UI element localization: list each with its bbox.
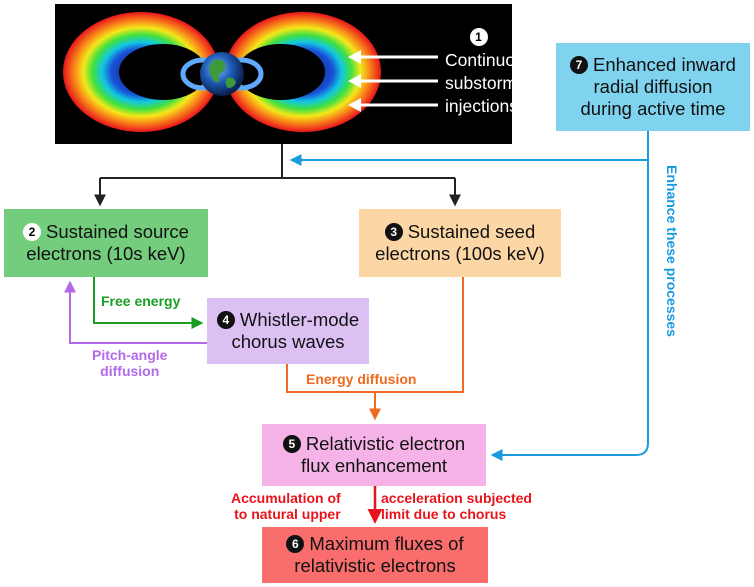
label-enhance-text: Enhance these processes — [664, 165, 680, 337]
label-accumulation-left-line-2: to natural upper — [234, 506, 341, 522]
box-6-line-2: relativistic electrons — [294, 555, 456, 576]
box-5-line-2: flux enhancement — [300, 455, 448, 476]
box-5-number: 5 — [282, 435, 301, 453]
box-3-line-1: Sustained seed — [407, 221, 536, 242]
label-accumulation-right: acceleration subjected limit due to chor… — [381, 490, 532, 522]
box-7-number: 7 — [570, 56, 589, 74]
box-1-label: 1 Continuous substorm injections — [445, 26, 534, 118]
box-7-line-1: Enhanced inward — [593, 54, 736, 75]
box-7-line-2: radial diffusion — [593, 76, 713, 97]
earth-globe-icon — [200, 52, 244, 96]
label-free-energy: Free energy — [101, 293, 181, 309]
green-arrow-free-energy — [93, 277, 204, 329]
radiation-belt-illustration — [63, 12, 438, 132]
white-arrow-icon — [348, 50, 438, 112]
box-1-line-2: substorm — [445, 73, 517, 93]
purple-arrow-pitch-angle — [64, 280, 207, 344]
box-4-line-1: Whistler-mode — [239, 309, 360, 330]
box-4-number: 4 — [216, 311, 235, 329]
label-accumulation-right-line-2: limit due to chorus — [381, 506, 507, 522]
label-pitch-angle-line-1: Pitch-angle — [92, 347, 168, 363]
box-2-number: 2 — [23, 223, 42, 241]
label-pitch-angle-line-2: diffusion — [100, 363, 160, 379]
box-1-line-3: injections — [445, 96, 518, 116]
earth-landmass — [209, 59, 226, 83]
label-pitch-angle: Pitch-angle diffusion — [92, 347, 167, 379]
label-accumulation-left-line-1: Accumulation of — [231, 490, 341, 506]
box-3-number: 3 — [384, 223, 403, 241]
black-connector — [100, 144, 455, 179]
outer-belt-right-hole — [237, 44, 325, 100]
box-1-number: 1 — [469, 28, 488, 46]
box-1-substorm-injections: 1 Continuous substorm injections — [55, 4, 534, 144]
blue-arrow-to-box5 — [490, 160, 649, 461]
box-4-line-2: chorus waves — [231, 331, 345, 352]
box-1-line-1: Continuous — [445, 50, 534, 70]
earth-landmass-2 — [225, 77, 236, 88]
box-7-line-3: during active time — [580, 98, 726, 119]
outer-belt-left-hole — [119, 44, 207, 100]
box-2-line-2: electrons (10s keV) — [26, 243, 186, 264]
box-6-number: 6 — [286, 535, 305, 553]
label-accumulation-left: Accumulation of to natural upper — [231, 490, 341, 522]
label-enhance-processes: Enhance these processes — [660, 146, 684, 356]
label-accumulation-right-line-1: acceleration subjected — [381, 490, 532, 506]
box-6-line-1: Maximum fluxes of — [309, 533, 464, 554]
box-5-line-1: Relativistic electron — [305, 433, 466, 454]
label-energy-diffusion: Energy diffusion — [306, 371, 417, 387]
box-2-line-1: Sustained source — [46, 221, 189, 242]
box-3-line-2: electrons (100s keV) — [375, 243, 545, 264]
